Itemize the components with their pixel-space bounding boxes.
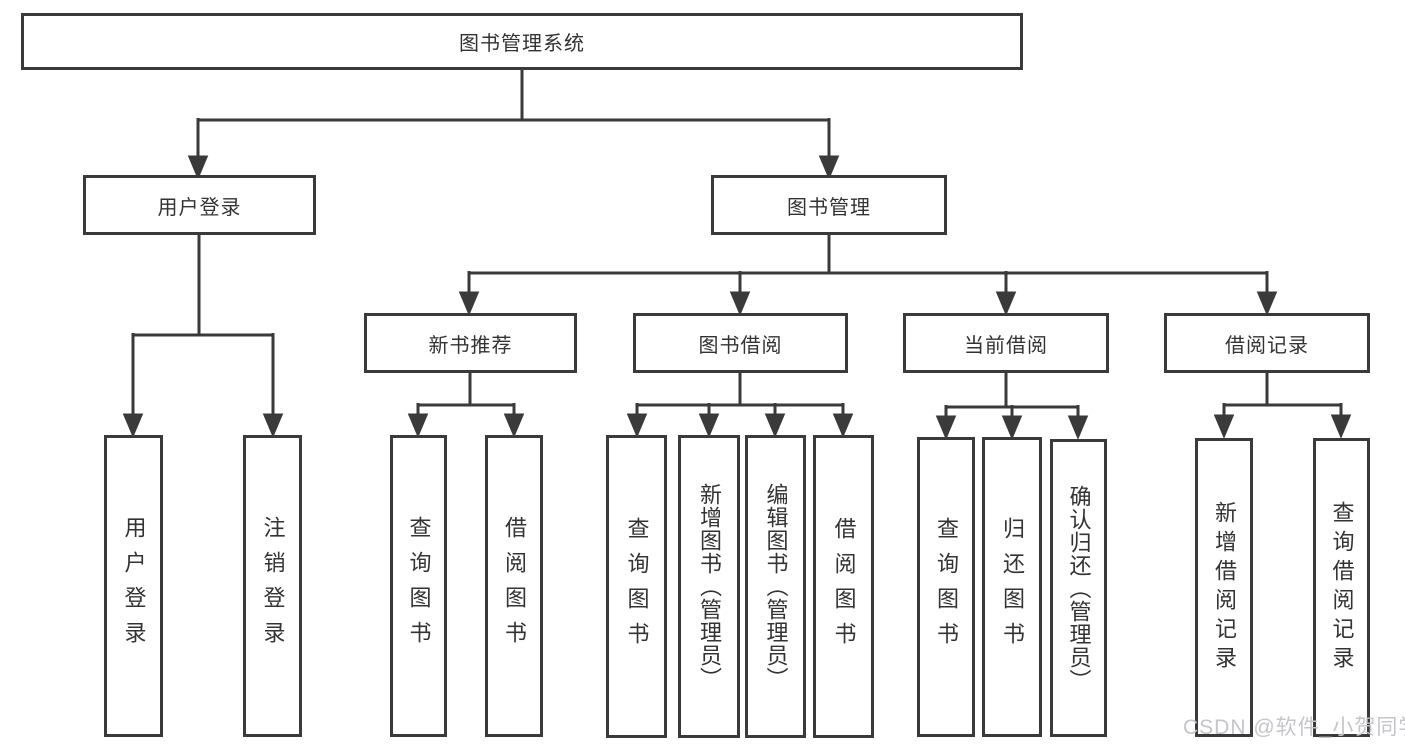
connector-root-split [187, 69, 840, 180]
leaf-return-books: 归还图书 [982, 437, 1042, 737]
leaf-edit-books-admin: 编辑图书（管理员） [745, 435, 806, 738]
leaf-label: 借阅图书 [831, 516, 857, 657]
connector-new-rec-split [407, 373, 525, 438]
leaf-label: 编辑图书（管理员） [763, 483, 789, 690]
node-label: 当前借阅 [964, 334, 1048, 357]
connector-book-mgmt-split [458, 235, 1278, 316]
leaf-label: 查询图书 [406, 516, 432, 656]
leaf-confirm-return-admin: 确认归还（管理员） [1050, 439, 1107, 737]
leaf-borrow-books: 借阅图书 [813, 435, 874, 738]
node-label: 借阅记录 [1225, 334, 1309, 357]
leaf-label: 查询图书 [624, 516, 650, 657]
leaf-label: 新增图书（管理员） [697, 483, 722, 690]
leaf-query-books: 查询图书 [917, 437, 975, 737]
node-book-borrowing: 图书借阅 [633, 313, 848, 373]
leaf-label: 借阅图书 [502, 516, 527, 656]
node-book-management: 图书管理 [711, 175, 947, 235]
csdn-watermark: CSDN @软件_小贺同学 [1183, 716, 1405, 739]
node-label: 图书管理 [787, 196, 871, 219]
connector-records-split [1213, 373, 1352, 439]
leaf-query-books: 查询图书 [390, 435, 447, 737]
leaf-borrow-books: 借阅图书 [485, 435, 543, 737]
node-label: 图书管理系统 [459, 33, 585, 55]
leaf-label: 查询图书 [934, 517, 959, 657]
node-label: 新书推荐 [428, 334, 513, 357]
leaf-label: 归还图书 [1000, 517, 1025, 657]
leaf-add-books-admin: 新增图书（管理员） [678, 435, 740, 738]
node-label: 图书借阅 [698, 334, 783, 357]
node-user-login: 用户登录 [83, 175, 316, 235]
leaf-user-login: 用户登录 [104, 435, 163, 737]
leaf-query-borrow-record: 查询借阅记录 [1313, 438, 1370, 737]
leaf-add-borrow-record: 新增借阅记录 [1195, 438, 1253, 737]
leaf-query-books: 查询图书 [606, 435, 667, 738]
leaf-label: 查询借阅记录 [1329, 500, 1355, 675]
leaf-label: 注销登录 [260, 516, 286, 656]
node-label: 用户登录 [157, 196, 242, 219]
node-borrowing-records: 借阅记录 [1164, 313, 1370, 373]
leaf-logout: 注销登录 [243, 435, 302, 737]
node-new-book-recommendation: 新书推荐 [364, 313, 577, 373]
leaf-label: 用户登录 [121, 516, 147, 656]
connector-user-login-split [122, 235, 284, 438]
leaf-label: 确认归还（管理员） [1066, 484, 1092, 692]
node-current-borrowing: 当前借阅 [903, 313, 1109, 373]
leaf-label: 新增借阅记录 [1212, 500, 1237, 675]
connector-current-split [935, 373, 1089, 440]
node-library-management-system: 图书管理系统 [21, 13, 1023, 70]
connector-borrow-split [626, 373, 854, 438]
